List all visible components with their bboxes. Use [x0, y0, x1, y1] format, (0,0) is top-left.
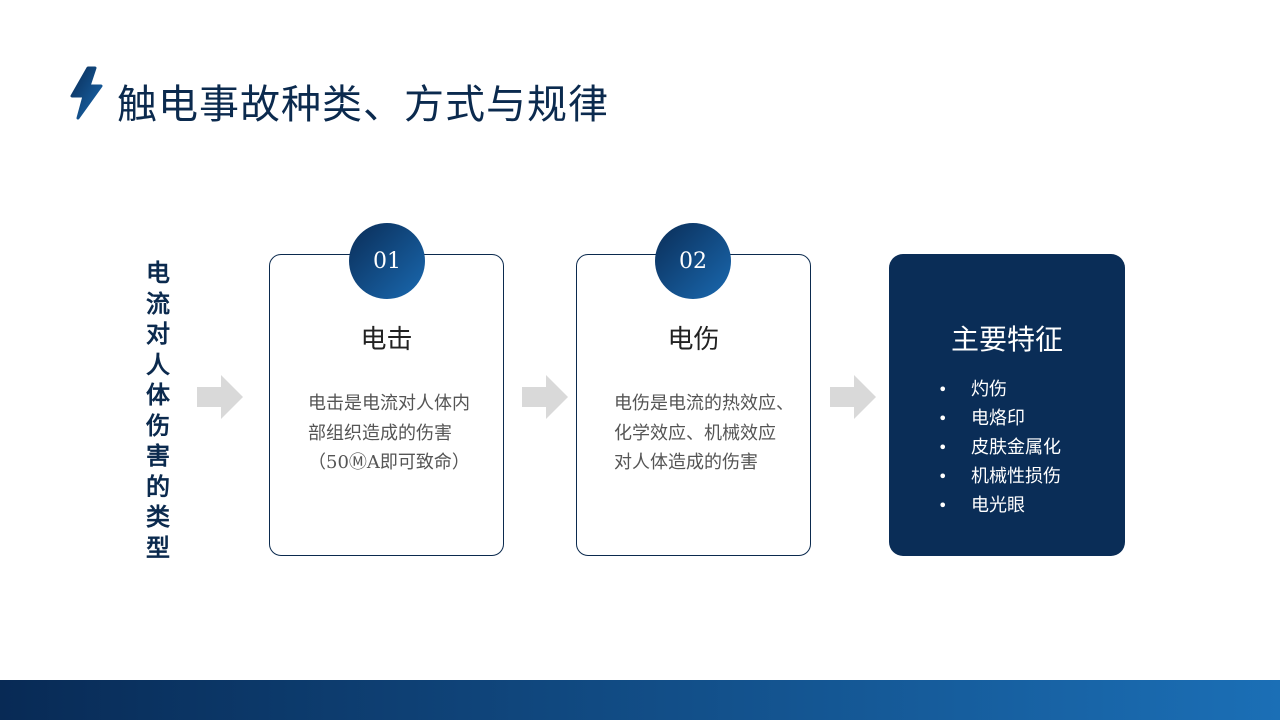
card-body-line: 电击是电流对人体内 [308, 393, 470, 414]
card-body-line: 对人体造成的伤害 [614, 452, 758, 473]
card-electric-injury [576, 254, 811, 556]
step-number-badge: 02 [655, 223, 731, 299]
arrow-right-icon [522, 375, 568, 419]
page-title: 触电事故种类、方式与规律 [117, 82, 609, 128]
card-electric-shock [269, 254, 504, 556]
list-item: 灼伤 [938, 375, 1061, 404]
card-body: 电伤是电流的热效应、 化学效应、机械效应 对人体造成的伤害 [614, 389, 804, 478]
footer-bar [0, 680, 1280, 720]
card-title: 电伤 [667, 325, 720, 355]
features-title: 主要特征 [950, 323, 1063, 356]
arrow-right-icon [197, 375, 243, 419]
list-item: 皮肤金属化 [938, 433, 1061, 462]
card-body-line: 化学效应、机械效应 [614, 422, 776, 444]
card-body-line: 部组织造成的伤害 [308, 422, 452, 444]
card-body-line: （50ⓂA即可致命） [308, 452, 470, 473]
step-number-badge: 01 [349, 223, 425, 299]
list-item: 电光眼 [938, 491, 1061, 520]
list-item: 电烙印 [938, 404, 1061, 433]
list-item: 机械性损伤 [938, 462, 1061, 491]
card-title: 电击 [360, 325, 413, 355]
features-list: 灼伤 电烙印 皮肤金属化 机械性损伤 电光眼 [938, 375, 1061, 520]
card-body-line: 电伤是电流的热效应、 [614, 393, 794, 414]
card-body: 电击是电流对人体内 部组织造成的伤害 （50ⓂA即可致命） [308, 389, 498, 478]
side-label: 电流对人体伤害的类型 [146, 258, 170, 562]
arrow-right-icon [830, 375, 876, 419]
lightning-icon [70, 66, 103, 120]
